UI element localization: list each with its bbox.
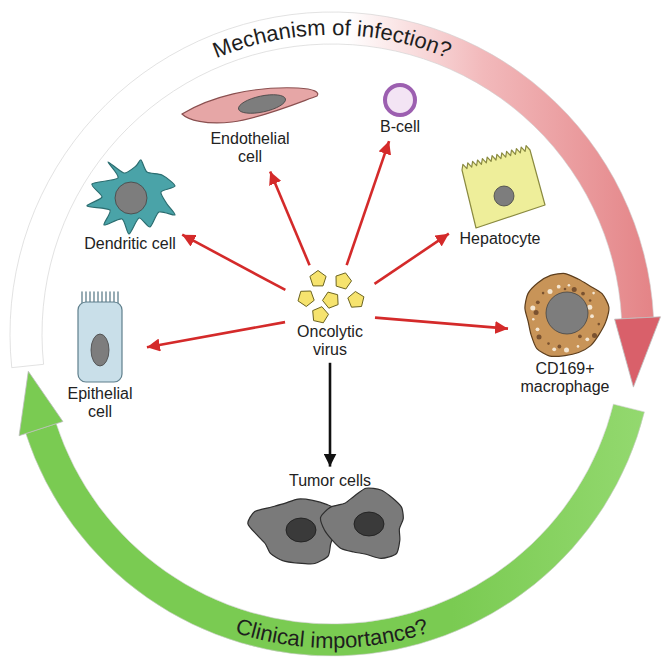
infection-arrow (374, 234, 448, 284)
cycle-arrows (10, 12, 660, 656)
picture-area (255, 490, 405, 565)
hepatocyte-picture (462, 146, 545, 228)
cell-node: CD169+ macrophage (513, 270, 617, 397)
cell-label: Tumor cells (289, 472, 371, 490)
cell-node: Hepatocyte (453, 150, 547, 248)
infection-arrow (375, 318, 508, 329)
picture-area (455, 150, 545, 230)
cell-label: Oncolytic virus (290, 323, 370, 360)
cycle-arrowhead (19, 371, 63, 435)
infection-arrow (329, 363, 332, 467)
dendritic-cell-picture (87, 160, 175, 234)
cell-node: Epithelial cell (58, 290, 142, 422)
picture-area (382, 82, 418, 118)
picture-area (85, 160, 175, 235)
infection-arrow (270, 171, 309, 265)
cell-label: CD169+ macrophage (515, 360, 615, 397)
virus-particles (298, 271, 364, 323)
cycle-band (26, 404, 645, 656)
cell-node: Endothelial cell (178, 80, 322, 167)
b-cell-picture (385, 85, 415, 115)
infection-arrow (182, 235, 285, 290)
arc-label: Mechanism of infection? (209, 15, 455, 63)
cell-node: Oncolytic virus (288, 268, 372, 360)
cell-node: Tumor cells (253, 472, 407, 565)
cycle-arrowhead (615, 317, 661, 387)
endothelial-cell-picture (182, 88, 318, 123)
macrophage-picture (525, 273, 609, 356)
arc-label: Clinical importance? (233, 613, 431, 653)
cell-label: Dendritic cell (84, 235, 176, 253)
epithelial-cell-picture (78, 292, 122, 382)
infection-arrow (147, 322, 285, 347)
tumor-cells-picture (248, 488, 403, 564)
picture-area (73, 290, 128, 385)
cell-label: Hepatocyte (460, 230, 541, 248)
picture-area (520, 270, 610, 360)
cell-label: B-cell (380, 118, 420, 136)
cell-node: Dendritic cell (82, 160, 178, 253)
infection-arrow (347, 141, 389, 265)
cell-label: Endothelial cell (205, 130, 295, 167)
cell-node: B-cell (378, 82, 422, 136)
picture-area (180, 80, 320, 130)
arc-labels: Mechanism of infection? Clinical importan… (209, 15, 455, 653)
cell-label: Epithelial cell (60, 385, 140, 422)
picture-area (295, 268, 365, 323)
